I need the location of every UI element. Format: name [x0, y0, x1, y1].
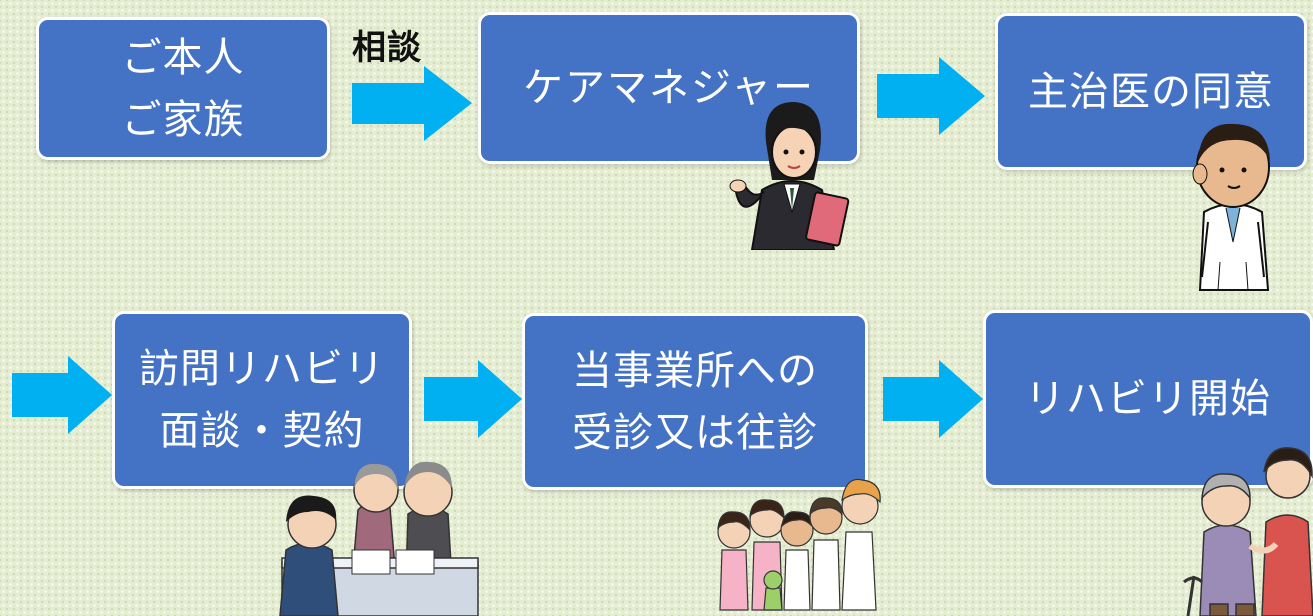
interview-illustration	[279, 461, 479, 616]
care-manager-illustration	[729, 102, 850, 250]
step-doctor-consent-label: 主治医の同意	[1028, 68, 1274, 115]
arrow-right-icon	[883, 360, 983, 438]
step-visit-exam-line2: 受診又は往診	[572, 409, 818, 456]
step-person-family-line1: ご本人	[121, 34, 245, 81]
step-person-family-line2: ご家族	[121, 96, 245, 143]
step-interview-contract-box: 訪問リハビリ 面談・契約	[112, 311, 412, 489]
step-care-manager-box: ケアマネジャー	[478, 12, 860, 164]
step-rehab-start-box: リハビリ開始	[983, 310, 1313, 488]
step-visit-exam-line1: 当事業所への	[572, 347, 818, 394]
arrow-right-icon	[877, 57, 985, 135]
arrow-right-icon	[352, 66, 472, 141]
doctor-illustration	[1192, 123, 1270, 291]
caregiver-elderly-illustration	[1183, 447, 1313, 616]
arrow-right-icon	[424, 360, 522, 438]
step-interview-contract-line1: 訪問リハビリ	[139, 346, 385, 392]
step-interview-contract-line2: 面談・契約	[159, 408, 365, 454]
arrow-right-icon	[12, 356, 112, 434]
step-rehab-start-label: リハビリ開始	[1025, 376, 1271, 422]
step-visit-exam-box: 当事業所への 受診又は往診	[522, 313, 868, 490]
step-person-family-box: ご本人 ご家族	[36, 17, 330, 160]
step-care-manager-label: ケアマネジャー	[523, 65, 815, 111]
medical-staff-group-illustration	[717, 478, 881, 611]
consult-label: 相談	[352, 28, 422, 68]
